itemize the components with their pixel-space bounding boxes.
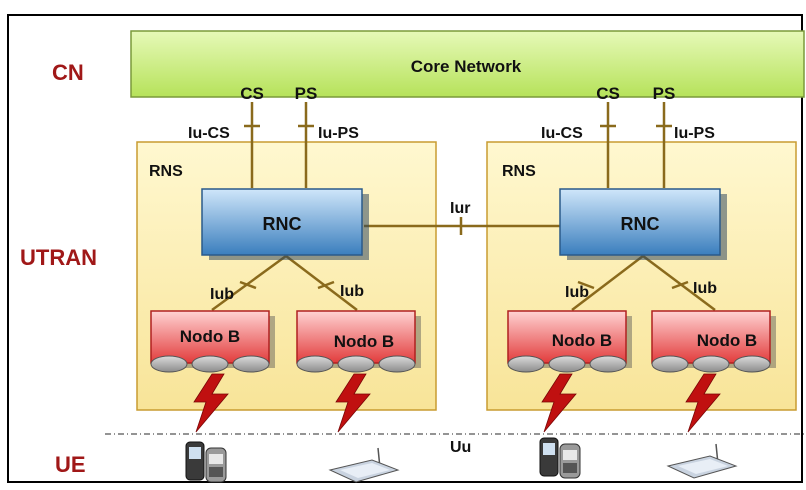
antenna-disk xyxy=(191,355,229,373)
node-b-1: Nodo B xyxy=(150,310,275,373)
cs-label-right: CS xyxy=(596,84,620,103)
lightning-icon xyxy=(193,373,229,433)
rnc-label-right: RNC xyxy=(621,214,660,234)
iub-links xyxy=(211,254,716,312)
antenna-disk xyxy=(589,355,627,373)
node-b-1-label: Nodo B xyxy=(180,327,240,346)
rnc-box-right xyxy=(559,188,721,256)
iur-label: Iur xyxy=(450,200,470,217)
iu-cs-label-right: Iu-CS xyxy=(541,125,583,142)
node-b-4: Nodo B xyxy=(651,310,776,373)
rnc-label-left: RNC xyxy=(263,214,302,234)
node-b-4-label: Nodo B xyxy=(697,331,757,350)
pc-card-modem-icon xyxy=(666,443,738,479)
node-b-3: Nodo B xyxy=(507,310,632,373)
rns-label-left: RNS xyxy=(149,163,183,180)
iub-label-4: Iub xyxy=(693,280,717,297)
lightning-icon xyxy=(541,373,577,433)
lightning-icon xyxy=(335,373,371,433)
antenna-disk xyxy=(378,355,416,373)
antenna-disk xyxy=(232,355,270,373)
iu-links xyxy=(244,102,672,188)
layer-label-cn: CN xyxy=(52,60,84,85)
ps-label-left: PS xyxy=(295,84,318,103)
uu-label: Uu xyxy=(450,439,471,456)
node-b-3-label: Nodo B xyxy=(552,331,612,350)
mobile-phone-icon xyxy=(185,441,227,483)
iu-ps-label-right: Iu-PS xyxy=(674,125,715,142)
antenna-disk xyxy=(651,355,689,373)
cs-label-left: CS xyxy=(240,84,264,103)
layer-label-utran: UTRAN xyxy=(20,245,97,270)
iu-cs-label-left: Iu-CS xyxy=(188,125,230,142)
iub-label-1: Iub xyxy=(210,286,234,303)
mobile-phone-icon xyxy=(539,437,581,479)
antenna-disk xyxy=(692,355,730,373)
node-b-2: Nodo B xyxy=(296,310,421,373)
iu-ps-label-left: Iu-PS xyxy=(318,125,359,142)
antenna-disk xyxy=(296,355,334,373)
antenna-disk xyxy=(150,355,188,373)
core-network-box xyxy=(130,30,805,98)
core-network-label: Core Network xyxy=(411,57,522,76)
ps-label-right: PS xyxy=(653,84,676,103)
rns-label-right: RNS xyxy=(502,163,536,180)
antenna-disk xyxy=(548,355,586,373)
pc-card-modem-icon xyxy=(328,447,400,483)
rnc-box-left xyxy=(201,188,363,256)
lightning-icon xyxy=(685,373,721,433)
node-b-2-label: Nodo B xyxy=(334,332,394,351)
iub-label-2: Iub xyxy=(340,283,364,300)
antenna-disk xyxy=(507,355,545,373)
antenna-disk xyxy=(337,355,375,373)
layer-label-ue: UE xyxy=(55,452,86,477)
antenna-disk xyxy=(733,355,771,373)
diagram-frame xyxy=(7,14,803,483)
iub-label-3: Iub xyxy=(565,284,589,301)
